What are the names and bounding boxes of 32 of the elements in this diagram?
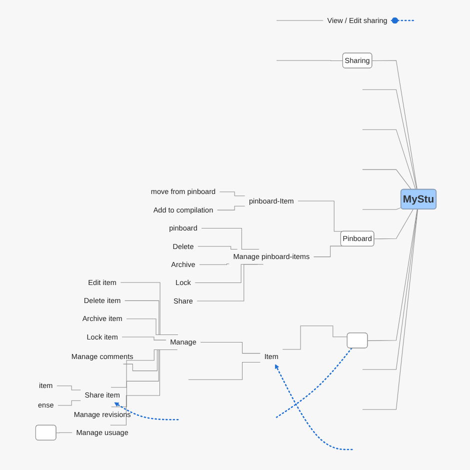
connector <box>56 432 72 434</box>
connector <box>367 209 418 341</box>
connector <box>120 282 178 335</box>
connector <box>390 17 414 24</box>
connector <box>362 129 416 190</box>
arrow <box>275 364 353 450</box>
connector <box>122 336 166 340</box>
connector <box>188 362 260 380</box>
connector <box>201 228 260 250</box>
connector <box>217 206 246 210</box>
connector <box>276 20 324 21</box>
connector <box>362 207 402 210</box>
connector <box>276 60 344 62</box>
connector <box>372 60 418 190</box>
connector <box>362 209 418 410</box>
connector <box>219 192 246 196</box>
connector <box>58 400 81 406</box>
connector <box>276 348 352 418</box>
connector <box>110 350 178 426</box>
arrow <box>114 402 179 420</box>
connector <box>362 209 418 370</box>
connector <box>199 264 230 265</box>
connector <box>56 386 81 390</box>
connector <box>362 89 418 190</box>
connector <box>362 169 412 190</box>
connector <box>282 326 348 350</box>
connector <box>200 342 260 354</box>
connector <box>124 300 176 335</box>
connector <box>314 246 342 258</box>
connector <box>126 318 170 335</box>
connector <box>198 246 238 250</box>
connector <box>196 264 264 302</box>
